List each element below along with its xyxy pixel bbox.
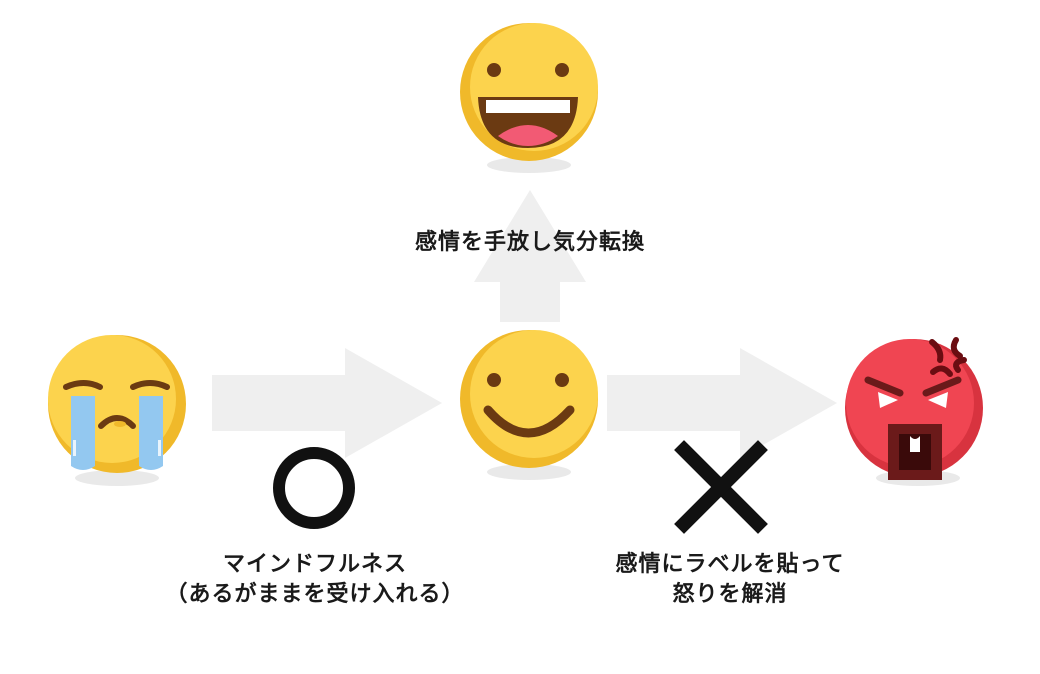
arrow-center-to-right [607, 348, 837, 458]
label-right: 感情にラベルを貼って 怒りを解消 [570, 550, 890, 610]
label-left-line-2: （あるがままを受け入れる） [165, 582, 465, 607]
label-left: マインドフルネス （あるがままを受け入れる） [130, 550, 500, 610]
laughing-face-icon [460, 23, 598, 173]
angry-face-icon [845, 337, 983, 486]
crying-face-icon [48, 335, 186, 486]
label-top-text: 感情を手放し気分転換 [414, 230, 645, 255]
label-right-line-1: 感情にラベルを貼って [615, 552, 845, 577]
anger-symbol-icon [929, 337, 967, 377]
arrow-left-to-center [212, 348, 442, 458]
label-right-line-2: 怒りを解消 [672, 582, 788, 607]
cross-mark-icon [674, 440, 768, 534]
circle-mark-icon [273, 447, 355, 529]
label-left-line-1: マインドフルネス [222, 552, 407, 577]
arrow-up [474, 190, 586, 322]
label-top: 感情を手放し気分転換 [380, 228, 680, 258]
smiling-face-icon [460, 330, 598, 480]
